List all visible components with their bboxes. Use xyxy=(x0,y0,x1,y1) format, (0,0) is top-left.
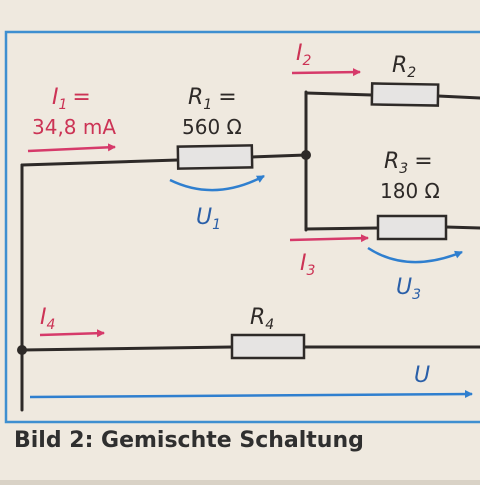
arrow-i4 xyxy=(39,329,105,338)
label-r1: R1= xyxy=(188,85,237,113)
label-r2: R2 xyxy=(392,53,416,81)
wires xyxy=(20,90,480,412)
wire-r2-out xyxy=(436,94,480,100)
wire-to-r2 xyxy=(304,91,374,97)
wire-bottom-left xyxy=(20,345,234,352)
resistor-r1 xyxy=(176,144,254,170)
label-i1: I1= xyxy=(52,85,91,113)
label-r3: R3= xyxy=(384,149,433,177)
resistor-r4 xyxy=(230,333,306,360)
voltage-arrows xyxy=(29,174,473,399)
label-i4: I4 xyxy=(40,305,55,333)
label-u: U xyxy=(414,363,430,388)
frame-border xyxy=(4,30,480,424)
arrow-u3 xyxy=(367,246,463,264)
arrow-i2 xyxy=(291,68,361,77)
label-r1-value: 560 Ω xyxy=(182,115,242,139)
resistor-r3 xyxy=(376,214,448,241)
wire-r3-out xyxy=(444,225,480,230)
current-arrows xyxy=(27,68,369,338)
arrow-u xyxy=(29,390,473,399)
label-r3-value: 180 Ω xyxy=(380,179,440,203)
label-i2: I2 xyxy=(296,41,312,69)
label-u1: U1 xyxy=(196,205,221,233)
resistor-r2 xyxy=(370,82,440,107)
label-u3: U3 xyxy=(396,275,421,303)
label-i1-value: 34,8 mA xyxy=(32,115,116,139)
junction-node-top xyxy=(301,150,311,160)
arrow-u1 xyxy=(169,174,265,192)
wire-to-r3 xyxy=(304,226,380,231)
label-i3: I3 xyxy=(300,251,315,279)
arrow-i3 xyxy=(289,234,369,243)
label-r4: R4 xyxy=(250,305,274,333)
wire-r1-to-node xyxy=(250,153,308,159)
wire-top-left xyxy=(20,158,180,167)
junction-node-left xyxy=(17,345,27,355)
figure-caption: Bild 2: Gemischte Schaltung xyxy=(14,428,364,453)
arrow-i1 xyxy=(27,143,116,153)
